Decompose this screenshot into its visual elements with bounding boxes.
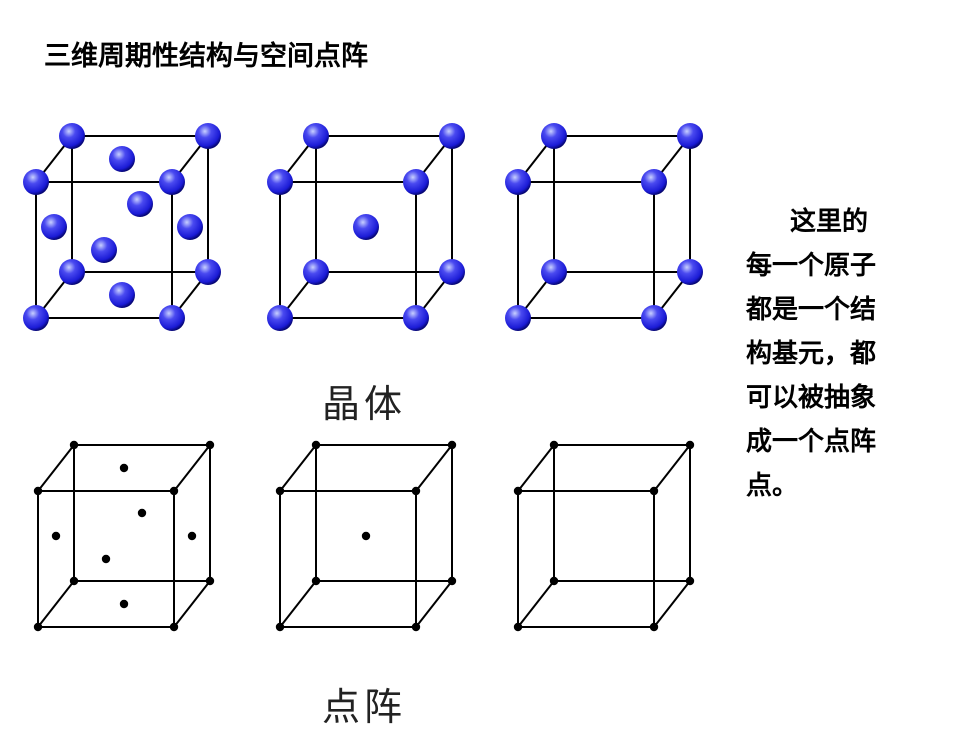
lattice-cell-edge bbox=[279, 580, 317, 628]
lattice-cell-edge bbox=[415, 444, 453, 492]
lattice-cell-edge bbox=[37, 580, 75, 628]
atom-sphere bbox=[59, 123, 85, 149]
lattice-cell-edge bbox=[653, 444, 691, 492]
atom-sphere bbox=[159, 169, 185, 195]
lattice-point bbox=[137, 508, 147, 518]
lattice-cell-edge bbox=[279, 444, 317, 492]
lattice-point bbox=[69, 440, 79, 450]
atom-sphere bbox=[59, 259, 85, 285]
atom-sphere bbox=[403, 169, 429, 195]
lattice-point bbox=[685, 440, 695, 450]
note-line: 成一个点阵 bbox=[746, 427, 877, 457]
lattice-point bbox=[119, 599, 129, 609]
atom-sphere bbox=[127, 191, 153, 217]
atom-sphere bbox=[195, 259, 221, 285]
crystal-label: 晶体 bbox=[322, 382, 407, 426]
lattice-label: 点阵 bbox=[322, 685, 407, 729]
lattice-point bbox=[33, 622, 43, 632]
lattice-point bbox=[275, 486, 285, 496]
slide-title: 三维周期性结构与空间点阵 bbox=[44, 41, 368, 72]
explanation-note: 这里的每一个原子都是一个结构基元，都可以被抽象成一个点阵点。 bbox=[746, 200, 924, 508]
atom-sphere bbox=[177, 214, 203, 240]
lattice-point bbox=[69, 576, 79, 586]
note-line: 都是一个结 bbox=[746, 295, 877, 325]
note-line: 点。 bbox=[746, 471, 799, 501]
lattice-point bbox=[33, 486, 43, 496]
atom-sphere bbox=[439, 259, 465, 285]
lattice-point bbox=[361, 531, 371, 541]
lattice-point bbox=[685, 576, 695, 586]
lattice-point bbox=[513, 486, 523, 496]
lattice-point bbox=[649, 622, 659, 632]
lattice-point bbox=[119, 463, 129, 473]
atom-sphere bbox=[267, 169, 293, 195]
lattice-point bbox=[169, 622, 179, 632]
lattice-point bbox=[205, 440, 215, 450]
lattice-point bbox=[187, 531, 197, 541]
lattice-point bbox=[447, 440, 457, 450]
lattice-point bbox=[549, 576, 559, 586]
lattice-point bbox=[411, 622, 421, 632]
lattice-point bbox=[447, 576, 457, 586]
lattice-point bbox=[101, 554, 111, 564]
note-line: 构基元，都 bbox=[746, 339, 877, 369]
atom-sphere bbox=[267, 305, 293, 331]
lattice-cell-edge bbox=[173, 444, 211, 492]
lattice-point bbox=[51, 531, 61, 541]
atom-sphere bbox=[677, 123, 703, 149]
lattice-cell-edge bbox=[653, 580, 691, 628]
note-line: 每一个原子 bbox=[746, 251, 877, 281]
atom-sphere bbox=[195, 123, 221, 149]
atom-sphere bbox=[505, 169, 531, 195]
lattice-cell-edge bbox=[37, 444, 75, 492]
atom-sphere bbox=[353, 214, 379, 240]
lattice-point bbox=[513, 622, 523, 632]
lattice-cell-edge bbox=[517, 580, 555, 628]
note-line: 可以被抽象 bbox=[746, 383, 877, 413]
atom-sphere bbox=[159, 305, 185, 331]
lattice-point bbox=[411, 486, 421, 496]
lattice-point bbox=[649, 486, 659, 496]
lattice-cell-edge bbox=[173, 580, 211, 628]
lattice-cell-edge bbox=[415, 580, 453, 628]
atom-sphere bbox=[91, 237, 117, 263]
lattice-point bbox=[549, 440, 559, 450]
atom-sphere bbox=[303, 259, 329, 285]
atom-sphere bbox=[109, 146, 135, 172]
atom-sphere bbox=[677, 259, 703, 285]
atom-sphere bbox=[541, 259, 567, 285]
atom-sphere bbox=[109, 282, 135, 308]
atom-sphere bbox=[641, 305, 667, 331]
lattice-point bbox=[205, 576, 215, 586]
atom-sphere bbox=[23, 169, 49, 195]
atom-sphere bbox=[641, 169, 667, 195]
note-line: 这里的 bbox=[790, 207, 869, 237]
atom-sphere bbox=[403, 305, 429, 331]
atom-sphere bbox=[303, 123, 329, 149]
lattice-cell-edge bbox=[517, 444, 555, 492]
atom-sphere bbox=[23, 305, 49, 331]
atom-sphere bbox=[505, 305, 531, 331]
lattice-point bbox=[311, 576, 321, 586]
lattice-point bbox=[311, 440, 321, 450]
lattice-point bbox=[169, 486, 179, 496]
atom-sphere bbox=[541, 123, 567, 149]
lattice-point bbox=[275, 622, 285, 632]
atom-sphere bbox=[41, 214, 67, 240]
atom-sphere bbox=[439, 123, 465, 149]
